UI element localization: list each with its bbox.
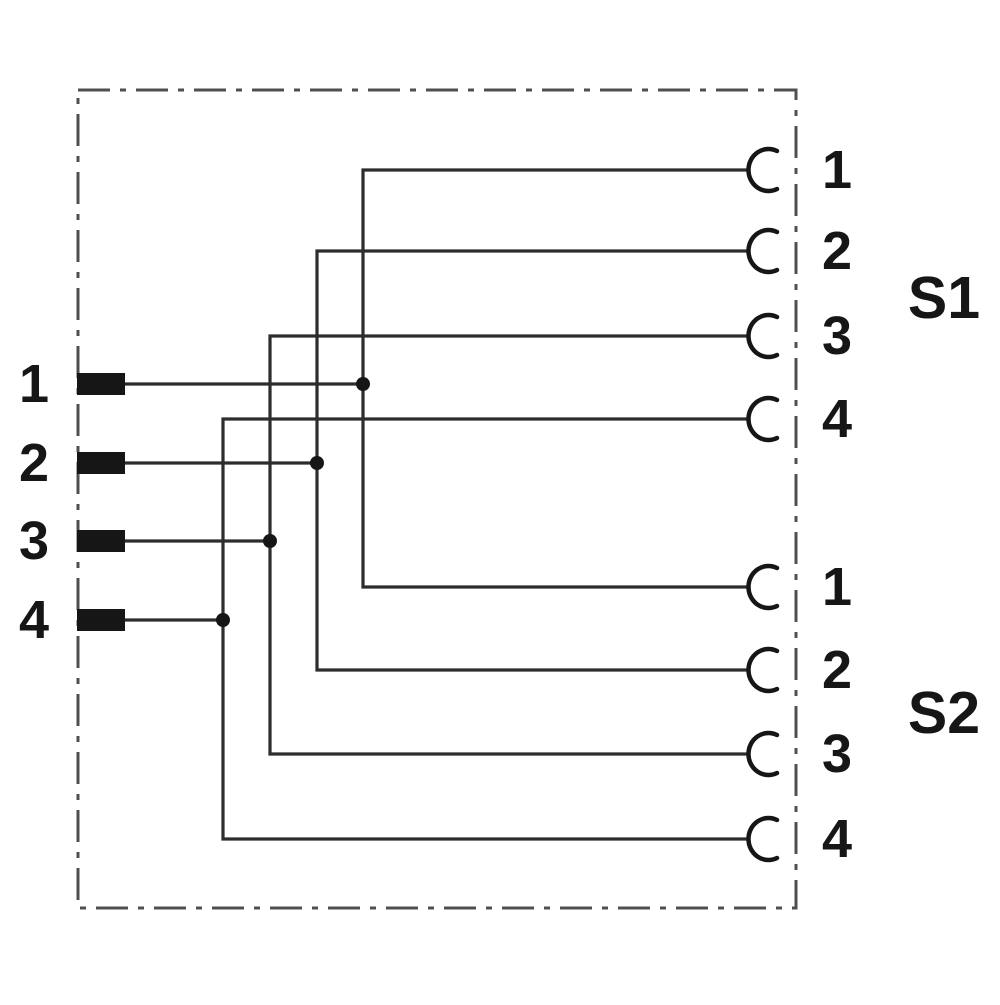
socket-contact-icon-s2-3 [746, 730, 780, 778]
pin-pad-1 [77, 373, 125, 395]
contact-number-s1-2: 2 [822, 221, 852, 281]
pin-label-1: 1 [19, 354, 49, 414]
contact-number-s1-4: 4 [822, 389, 852, 449]
socket-contact-icon-s1-4 [746, 395, 780, 443]
device-outline-border [76, 88, 798, 910]
pin-pad-4 [77, 609, 125, 631]
pin-label-4: 4 [19, 590, 49, 650]
junction-dot-pin2 [310, 456, 324, 470]
socket-contact-icon-s1-3 [746, 312, 780, 360]
wire-net-pin2 [125, 249, 750, 672]
junction-dot-pin1 [356, 377, 370, 391]
socket-contact-icon-s2-4 [746, 815, 780, 863]
wire-net-pin3 [125, 334, 750, 756]
contact-number-s1-3: 3 [822, 306, 852, 366]
socket-contact-icon-s2-2 [746, 646, 780, 694]
pin-label-3: 3 [19, 511, 49, 571]
pin-label-2: 2 [19, 433, 49, 493]
junction-dot-pin4 [216, 613, 230, 627]
socket-contact-icon-s2-1 [746, 563, 780, 611]
socket-contact-icon-s1-2 [746, 227, 780, 275]
pin-pad-2 [77, 452, 125, 474]
contact-number-s2-4: 4 [822, 809, 852, 869]
contact-number-s2-1: 1 [822, 557, 852, 617]
group-label-s2: S2 [908, 680, 980, 746]
pin-pad-3 [77, 530, 125, 552]
wire-net-pin1 [125, 168, 750, 589]
contact-number-s1-1: 1 [822, 140, 852, 200]
contact-number-s2-3: 3 [822, 724, 852, 784]
group-label-s1: S1 [908, 265, 980, 331]
junction-dot-pin3 [263, 534, 277, 548]
wire-net-pin4 [125, 417, 750, 841]
contact-number-s2-2: 2 [822, 640, 852, 700]
socket-contact-icon-s1-1 [746, 146, 780, 194]
